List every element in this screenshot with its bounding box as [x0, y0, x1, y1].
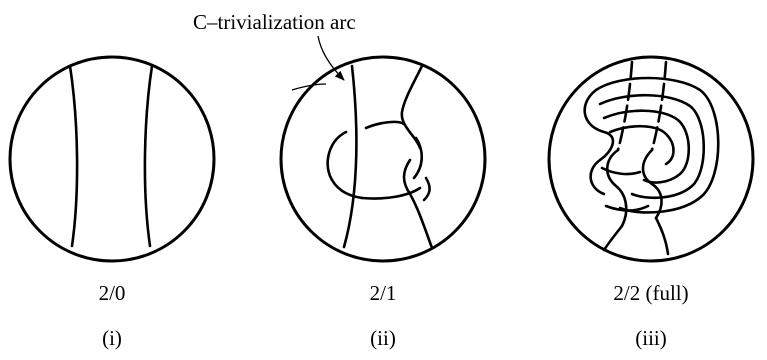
panel-ii-loop-bottom	[360, 186, 422, 200]
panel-ii-twist-cross-b	[422, 176, 431, 202]
panel-ii-caption: 2/1	[370, 281, 397, 305]
panel-i-ball	[8, 55, 216, 263]
annotation-arrow	[317, 35, 345, 81]
panel-iii-swirl-1	[583, 88, 615, 196]
panel-iii-strand-a	[616, 60, 634, 152]
panel-iii-loop-3	[602, 109, 691, 184]
panel-iii-strand-b	[650, 60, 668, 152]
panel-ii-index: (ii)	[370, 326, 396, 350]
panel-iii-exit-left	[602, 224, 624, 252]
panel-iii-caption: 2/2 (full)	[613, 281, 688, 305]
panel-iii-loop-outer	[594, 76, 720, 214]
panel-ii-twist-cross	[412, 136, 424, 180]
panel-iii-index: (iii)	[635, 326, 667, 350]
panel-ii-strand-right-top	[400, 64, 424, 150]
panel-i-strand-left	[68, 64, 79, 248]
panel-i-caption: 2/0	[99, 281, 126, 305]
panel-iii-cross-1	[600, 166, 642, 176]
panel-iii	[547, 55, 755, 263]
panel-i-index: (i)	[102, 326, 122, 350]
panel-i-strand-right	[143, 64, 154, 248]
panel-iii-loop-4	[608, 124, 675, 166]
panel-ii-loop-left	[326, 130, 364, 200]
annotation-label: C–trivialization arc	[193, 10, 356, 34]
panel-iii-cross-2	[604, 204, 650, 212]
panel-iii-swirl-2	[605, 148, 628, 228]
panel-ii-strand-left	[342, 64, 358, 249]
panel-iii-swirl-3	[641, 148, 663, 220]
panel-ii	[279, 55, 487, 263]
panel-ii-loop-top	[364, 120, 406, 130]
panel-iii-loop-2	[598, 93, 706, 200]
panel-iii-ball	[547, 55, 755, 263]
panel-ii-ball	[279, 55, 487, 263]
panel-iii-exit-right	[654, 216, 670, 256]
panel-i	[8, 55, 216, 263]
